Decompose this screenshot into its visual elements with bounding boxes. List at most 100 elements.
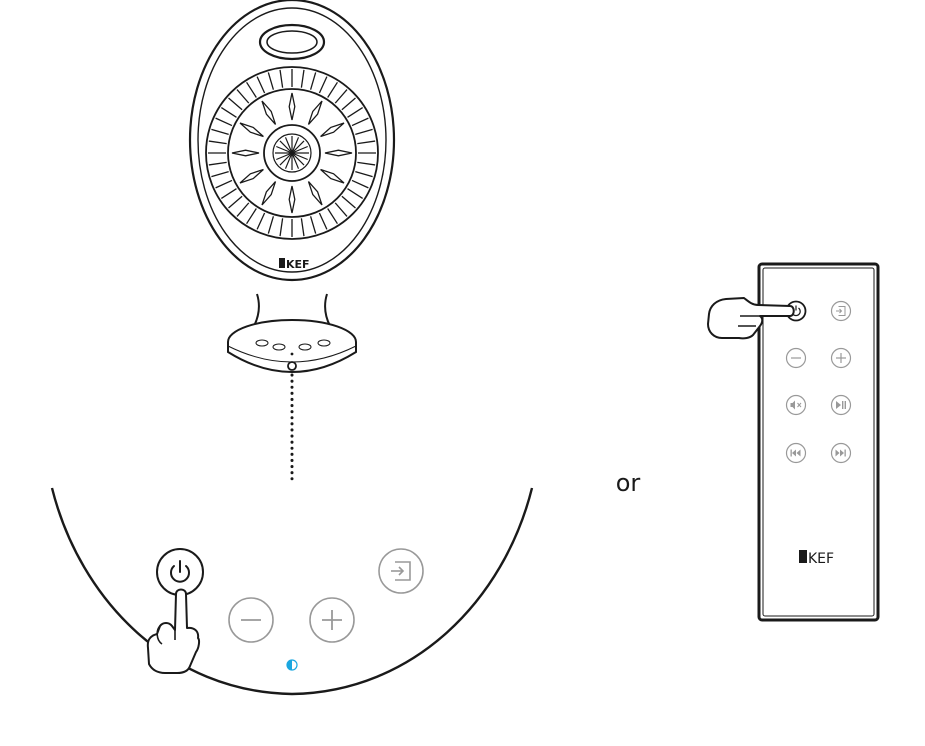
surround-ridge: [256, 76, 266, 94]
input-icon: [391, 561, 411, 581]
remote-input-button[interactable]: [830, 300, 852, 322]
surround-ridge: [341, 195, 356, 209]
previous-icon: [790, 449, 801, 457]
surround-ridge: [208, 140, 227, 145]
surround-ridge: [357, 161, 376, 166]
surround-ridge: [334, 89, 348, 104]
base-indicator: [287, 361, 297, 371]
cone-fin: [239, 122, 264, 138]
cone-fin: [288, 92, 296, 121]
cone-fin: [261, 100, 277, 125]
surround-ridge: [267, 216, 275, 234]
surround-ridge: [318, 212, 328, 230]
remote-previous-button[interactable]: [785, 442, 807, 464]
surround-ridge: [341, 97, 356, 111]
tweeter-ray: [276, 145, 293, 154]
surround-ridge: [327, 208, 338, 225]
cone-fin: [307, 100, 323, 125]
surround-ridge: [228, 97, 243, 111]
speaker-cone-fins: [231, 92, 353, 214]
status-led: [286, 659, 298, 671]
remote-logo-text: KEF: [808, 551, 834, 567]
base-buttons: [255, 339, 331, 356]
tweeter-ray: [284, 137, 293, 154]
speaker-logo: KEF: [279, 258, 310, 271]
surround-ridge: [228, 195, 243, 209]
remote-play-pause-button[interactable]: [830, 394, 852, 416]
surround-ridge: [355, 170, 373, 178]
panel-volume-up-button[interactable]: [309, 597, 355, 643]
speaker-surround-ridges: [208, 69, 376, 237]
remote-volume-down-button[interactable]: [785, 347, 807, 369]
surround-ridge: [215, 117, 233, 127]
hand-pointer-icon: [707, 297, 795, 340]
next-icon: [835, 449, 846, 457]
surround-ridge: [334, 202, 348, 217]
remote-volume-up-button[interactable]: [830, 347, 852, 369]
tweeter-ray: [291, 152, 300, 169]
surround-ridge: [300, 69, 305, 88]
surround-ridge: [347, 188, 364, 199]
surround-ridge: [246, 208, 257, 225]
remote-mute-button[interactable]: [785, 394, 807, 416]
surround-ridge: [327, 81, 338, 98]
tweeter-ray: [291, 137, 300, 154]
surround-ridge: [347, 107, 364, 118]
speaker-logo-text: KEF: [286, 258, 310, 271]
cone-fin: [324, 149, 353, 157]
cone-fin: [307, 181, 323, 206]
surround-ridge: [211, 128, 229, 136]
plus-icon: [322, 610, 342, 630]
surround-ridge: [309, 216, 317, 234]
surround-ridge: [318, 76, 328, 94]
surround-ridge: [309, 72, 317, 90]
remote-logo: KEF: [799, 550, 834, 567]
remote-control: KEF: [757, 262, 880, 622]
surround-ridge: [357, 140, 376, 145]
tweeter-ray: [284, 152, 293, 169]
panel-volume-down-button[interactable]: [228, 597, 274, 643]
or-label: or: [616, 469, 641, 497]
speaker-illustration: KEF: [188, 0, 396, 373]
play-pause-icon: [836, 401, 846, 409]
cone-fin: [320, 122, 345, 138]
tweeter-ray: [291, 152, 308, 161]
hand-pointer-icon: [146, 588, 201, 674]
tweeter-ray: [279, 152, 293, 166]
surround-ridge: [355, 128, 373, 136]
power-icon: [170, 560, 190, 583]
surround-ridge: [267, 72, 275, 90]
surround-ridge: [351, 179, 369, 189]
remote-next-button[interactable]: [830, 442, 852, 464]
surround-ridge: [279, 69, 284, 88]
surround-ridge: [351, 117, 369, 127]
surround-ridge: [215, 179, 233, 189]
surround-ridge: [236, 202, 250, 217]
speaker-panel-zoom: [50, 487, 534, 696]
surround-ridge: [236, 89, 250, 104]
cone-fin: [231, 149, 260, 157]
surround-ridge: [208, 161, 227, 166]
tweeter-ray: [291, 145, 308, 154]
tweeter-ray: [279, 140, 293, 154]
surround-ridge: [300, 218, 305, 237]
panel-power-button[interactable]: [156, 548, 204, 596]
tweeter-ray: [291, 152, 305, 166]
surround-ridge: [220, 188, 237, 199]
surround-ridge: [220, 107, 237, 118]
surround-ridge: [211, 170, 229, 178]
cone-fin: [239, 168, 264, 184]
speaker-tweeter-star: [275, 136, 309, 170]
panel-input-button[interactable]: [378, 548, 424, 594]
tweeter-ray: [291, 140, 305, 154]
plus-icon: [836, 353, 846, 363]
mute-icon: [790, 400, 802, 410]
tweeter-ray: [276, 152, 293, 161]
cone-fin: [320, 168, 345, 184]
surround-ridge: [279, 218, 284, 237]
surround-ridge: [256, 212, 266, 230]
surround-ridge: [246, 81, 257, 98]
cone-fin: [261, 181, 277, 206]
cone-fin: [288, 185, 296, 214]
